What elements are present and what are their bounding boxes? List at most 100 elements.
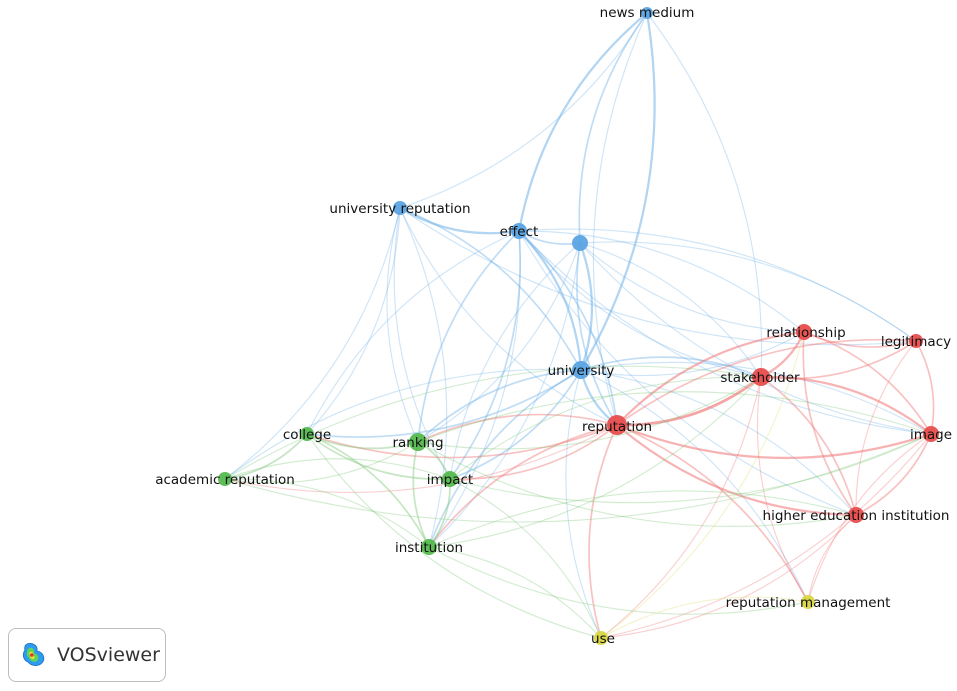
link-stakeholder-use bbox=[600, 376, 762, 639]
node-image[interactable] bbox=[923, 426, 939, 442]
label-ranking[interactable]: ranking bbox=[392, 435, 443, 451]
link-university_reputation-ranking bbox=[386, 207, 419, 443]
link-effect-stakeholder bbox=[518, 230, 762, 378]
link-impact-image bbox=[449, 433, 932, 504]
link-university-relationship bbox=[580, 331, 805, 377]
link-relationship-legitimacy bbox=[803, 331, 917, 348]
label-higher-education-institution[interactable]: higher education institution bbox=[763, 508, 950, 524]
label-legitimacy[interactable]: legitimacy bbox=[881, 334, 951, 350]
link-relationship-image bbox=[803, 331, 932, 435]
link-university-academic_reputation bbox=[224, 368, 582, 480]
link-legitimacy-image bbox=[915, 340, 935, 435]
link-relationship-higher_education_institution bbox=[802, 331, 857, 516]
link-reputation-use bbox=[588, 424, 618, 639]
link-university-impact bbox=[449, 369, 582, 480]
node-university[interactable] bbox=[572, 361, 590, 379]
link-university-college bbox=[306, 369, 582, 438]
node-stakeholder[interactable] bbox=[752, 368, 770, 386]
label-effect[interactable]: effect bbox=[500, 224, 539, 240]
link-institution-academic_reputation bbox=[224, 478, 430, 548]
vosviewer-brand-label: VOSviewer bbox=[57, 644, 160, 666]
link-effect-institution bbox=[428, 230, 521, 548]
link-stakeholder-image bbox=[760, 375, 932, 435]
link-institution-higher_education_institution bbox=[428, 490, 857, 548]
link-reputation-impact bbox=[449, 424, 618, 480]
link-university-use bbox=[565, 369, 602, 639]
link-legitimacy-higher_education_institution bbox=[855, 340, 917, 516]
label-use[interactable]: use bbox=[591, 631, 615, 647]
link-university-ranking bbox=[417, 369, 582, 443]
link-reputation-ranking bbox=[417, 413, 618, 443]
label-academic-reputation[interactable]: academic reputation bbox=[155, 472, 295, 488]
node-relationship[interactable] bbox=[796, 324, 812, 340]
link-university_reputation-legitimacy bbox=[399, 207, 917, 346]
label-reputation-management[interactable]: reputation management bbox=[726, 595, 891, 611]
node-unlabeled-blue[interactable] bbox=[572, 235, 588, 251]
label-image[interactable]: image bbox=[910, 427, 952, 443]
link-effect-reputation bbox=[518, 230, 618, 426]
link-institution-stakeholder bbox=[428, 376, 762, 548]
label-university-reputation[interactable]: university reputation bbox=[329, 201, 470, 217]
link-news_medium-effect bbox=[517, 12, 648, 232]
label-college[interactable]: college bbox=[283, 427, 331, 443]
link-university_reputation-college bbox=[306, 207, 401, 435]
node-news-medium[interactable] bbox=[641, 7, 653, 19]
link-use-relationship bbox=[600, 331, 805, 639]
node-effect[interactable] bbox=[511, 223, 527, 239]
link-image-higher_education_institution bbox=[855, 433, 932, 516]
label-reputation[interactable]: reputation bbox=[582, 419, 652, 435]
link-image-reputation_management bbox=[807, 433, 932, 603]
node-college[interactable] bbox=[300, 427, 314, 441]
node-impact[interactable] bbox=[442, 471, 458, 487]
label-stakeholder[interactable]: stakeholder bbox=[720, 370, 800, 386]
link-academic_reputation-stakeholder bbox=[224, 365, 762, 480]
node-legitimacy[interactable] bbox=[909, 334, 923, 348]
node-ranking[interactable] bbox=[409, 433, 427, 451]
link-unlabeled_blue-legitimacy bbox=[579, 241, 917, 342]
node-university-reputation[interactable] bbox=[393, 201, 407, 215]
link-college-impact bbox=[306, 433, 451, 481]
link-university_reputation-academic_reputation bbox=[224, 207, 401, 480]
link-effect-college bbox=[306, 230, 520, 435]
link-image-use bbox=[600, 433, 932, 639]
link-college-ranking bbox=[306, 433, 419, 450]
link-reputation-relationship bbox=[616, 330, 805, 426]
link-higher_education_institution-use bbox=[600, 514, 857, 639]
link-ranking-academic_reputation bbox=[224, 441, 419, 484]
link-unlabeled_blue-stakeholder bbox=[579, 242, 762, 378]
link-university-higher_education_institution bbox=[580, 369, 857, 516]
node-academic-reputation[interactable] bbox=[218, 472, 232, 486]
label-relationship[interactable]: relationship bbox=[766, 325, 845, 341]
label-institution[interactable]: institution bbox=[395, 540, 463, 556]
links-layer bbox=[224, 12, 935, 639]
link-effect-impact bbox=[449, 230, 522, 480]
link-college-institution bbox=[306, 433, 430, 548]
labels-layer: news medium university reputation effect un… bbox=[155, 5, 952, 647]
link-news_medium-university bbox=[580, 12, 656, 371]
node-reputation[interactable] bbox=[607, 415, 627, 435]
link-unlabeled_blue-relationship bbox=[579, 242, 805, 333]
node-institution[interactable] bbox=[421, 539, 437, 555]
link-unlabeled_blue-image bbox=[579, 242, 932, 435]
node-higher-education-institution[interactable] bbox=[848, 507, 864, 523]
link-institution-use bbox=[428, 546, 602, 639]
link-reputation-academic_reputation bbox=[224, 424, 618, 493]
link-ranking-stakeholder bbox=[417, 376, 762, 450]
link-university_reputation-university bbox=[399, 207, 582, 371]
link-impact-academic_reputation bbox=[224, 458, 451, 480]
link-reputation-college bbox=[306, 424, 618, 459]
link-unlabeled_blue-ranking bbox=[417, 242, 581, 443]
link-reputation-stakeholder bbox=[616, 375, 762, 427]
label-impact[interactable]: impact bbox=[427, 472, 473, 488]
label-university[interactable]: university bbox=[548, 363, 615, 379]
link-reputation-image bbox=[616, 423, 932, 460]
node-reputation-management[interactable] bbox=[801, 595, 815, 609]
link-unlabeled_blue-reputation bbox=[576, 242, 618, 426]
label-news-medium[interactable]: news medium bbox=[600, 5, 695, 21]
link-reputation-institution bbox=[428, 424, 618, 548]
link-university_reputation-reputation bbox=[399, 207, 618, 426]
link-stakeholder-reputation_management bbox=[756, 376, 809, 603]
node-use[interactable] bbox=[594, 631, 608, 645]
link-college-use bbox=[306, 433, 602, 639]
